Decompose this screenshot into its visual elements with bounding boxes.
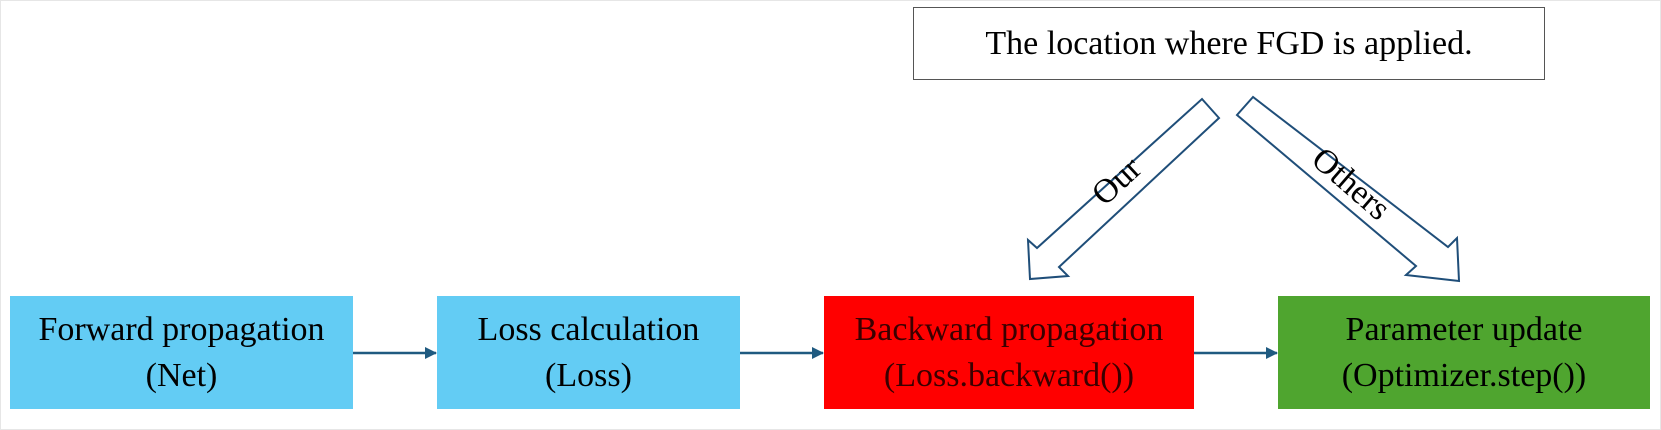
step-forward-propagation-title: Forward propagation [38,310,325,348]
fgd-location-note-text: The location where FGD is applied. [985,24,1473,62]
step-parameter-update: Parameter update (Optimizer.step()) [1278,296,1650,409]
step-forward-propagation-code: (Net) [145,356,218,394]
step-loss-calculation-title: Loss calculation [477,310,700,348]
step-backward-propagation: Backward propagation (Loss.backward()) [824,296,1194,409]
step-loss-calculation: Loss calculation (Loss) [437,296,740,409]
step-loss-calculation-code: (Loss) [545,356,632,394]
step-backward-propagation-code: (Loss.backward()) [883,356,1135,394]
step-forward-propagation: Forward propagation (Net) [10,296,353,409]
step-parameter-update-code: (Optimizer.step()) [1341,356,1587,394]
step-backward-propagation-title: Backward propagation [854,310,1164,348]
fgd-location-note: The location where FGD is applied. [913,7,1545,80]
arrow-others-branch [1235,95,1461,283]
step-parameter-update-title: Parameter update [1345,310,1583,348]
arrow-our-branch [1026,97,1221,281]
